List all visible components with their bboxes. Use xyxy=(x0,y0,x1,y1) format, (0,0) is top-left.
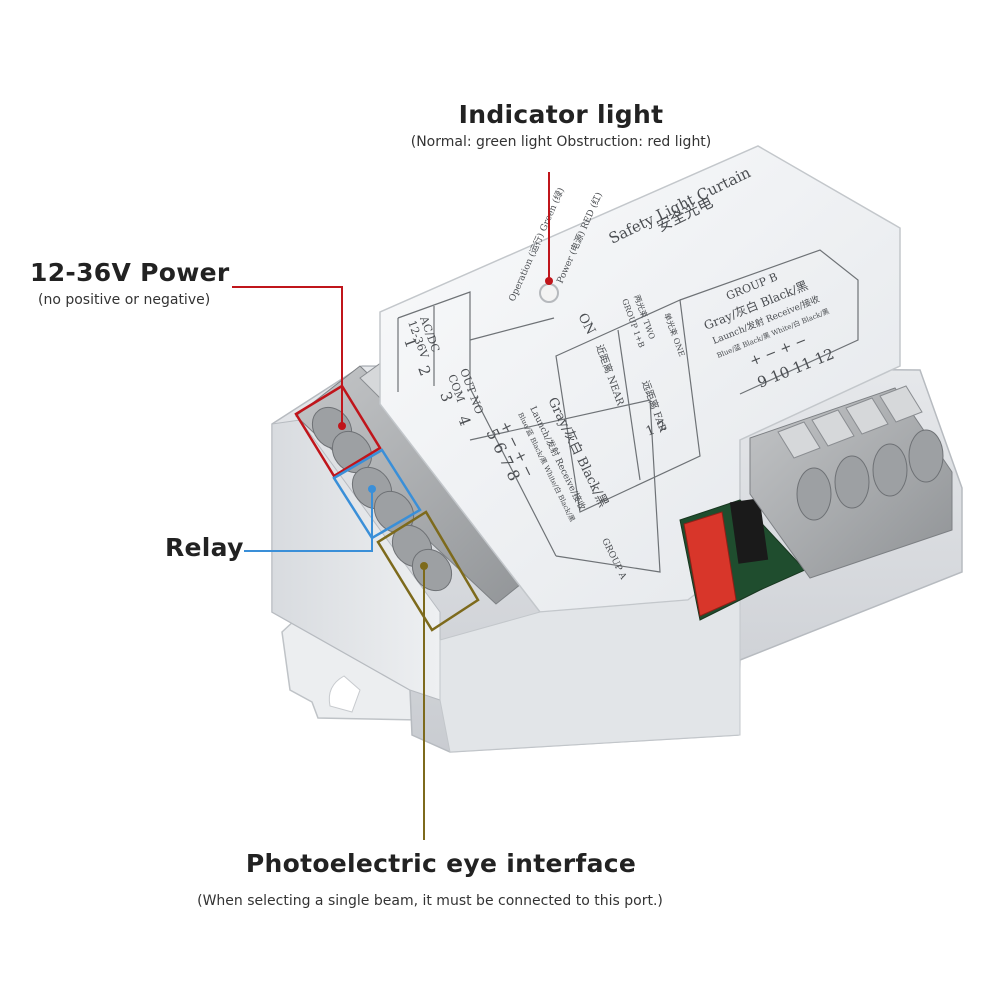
relay-leader xyxy=(244,490,373,552)
indicator-dot xyxy=(545,277,553,285)
right-terminal-levers xyxy=(777,385,923,459)
photo-box xyxy=(376,510,480,632)
callout-leaders xyxy=(232,172,553,840)
relay-box xyxy=(332,448,422,540)
power-title: 12-36V Power xyxy=(30,258,230,287)
right-terminal-sockets xyxy=(796,429,944,521)
jumper xyxy=(729,498,769,564)
dip-switch xyxy=(683,511,737,617)
relay-title: Relay xyxy=(165,533,244,562)
relay-dot xyxy=(368,485,376,493)
indicator-light-title: Indicator light xyxy=(458,100,664,129)
indicator-led xyxy=(539,283,559,303)
power-subtitle: (no positive or negative) xyxy=(38,292,211,308)
photoelectric-subtitle: (When selecting a single beam, it must b… xyxy=(197,893,663,909)
mounting-slot xyxy=(328,675,361,713)
indicator-light-subtitle: (Normal: green light Obstruction: red li… xyxy=(410,134,712,150)
photoelectric-title: Photoelectric eye interface xyxy=(245,849,637,878)
photo-dot xyxy=(420,562,428,570)
switch-nums: 1 2 xyxy=(644,418,669,440)
power-box xyxy=(294,384,382,478)
power-leader xyxy=(232,286,343,426)
label-panel-lines xyxy=(397,249,859,573)
power-dot xyxy=(338,422,346,430)
